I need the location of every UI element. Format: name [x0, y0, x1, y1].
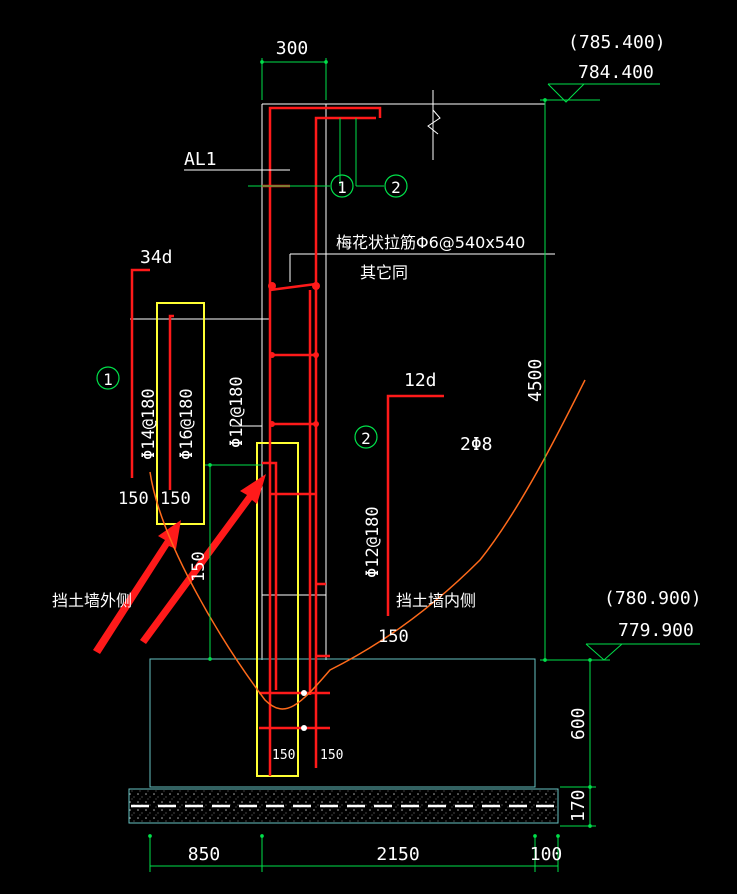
- footing: [128, 658, 559, 824]
- highlight-box-outer: [156, 302, 205, 525]
- circle-label-1b: 1: [103, 370, 113, 389]
- dim-top-width: 300: [276, 38, 309, 59]
- label-bar-outer-14: Φ14@180: [139, 388, 159, 460]
- dim-bottom-2150: 2150: [376, 844, 419, 865]
- rebar: [130, 106, 444, 776]
- label-bar-middle-12: Φ12@180: [227, 376, 247, 448]
- circle-label-2a: 2: [391, 178, 401, 197]
- label-12d: 12d: [404, 370, 437, 391]
- dim-bottom-850: 850: [188, 844, 221, 865]
- circle-label-1a: 1: [337, 178, 347, 197]
- arrow-footing: [140, 474, 266, 644]
- label-inner-side: 挡土墙内侧: [396, 591, 476, 610]
- dim-150-d: 150: [378, 627, 409, 647]
- label-bar-outer-16: Φ16@180: [177, 388, 197, 460]
- circle-label-2b: 2: [361, 429, 371, 448]
- highlight-box-footing: [256, 442, 299, 777]
- annotation-curve: [149, 379, 586, 710]
- elevation-top-design: (785.400): [568, 32, 666, 53]
- circle-markers: [96, 174, 408, 449]
- label-bar-inner-12: Φ12@180: [363, 506, 383, 578]
- wall-outline: [130, 90, 555, 660]
- label-outer-side: 挡土墙外侧: [52, 591, 132, 610]
- dim-150-f: 150: [320, 748, 343, 763]
- dim-150-e: 150: [272, 748, 295, 763]
- dim-150-b: 150: [160, 489, 191, 509]
- arrow-outer-side: [93, 520, 181, 654]
- dim-150-c: 150: [189, 551, 209, 582]
- elevation-bottom-struct: 779.900: [618, 620, 694, 641]
- elevation-top-struct: 784.400: [578, 62, 654, 83]
- label-tie-bar-other: 其它同: [360, 263, 408, 282]
- label-al1: AL1: [184, 149, 217, 170]
- label-tie-bar: 梅花状拉筋Φ6@540x540: [336, 233, 525, 252]
- dim-height-600: 600: [568, 707, 589, 740]
- dim-height-170: 170: [568, 789, 589, 822]
- dim-height-4500: 4500: [525, 359, 546, 402]
- rebar-dots: [268, 282, 320, 731]
- label-34d: 34d: [140, 247, 173, 268]
- label-2phi8: 2Φ8: [460, 434, 493, 455]
- dim-150-a: 150: [118, 489, 149, 509]
- elevation-bottom-design: (780.900): [604, 588, 702, 609]
- dim-bottom-100: 100: [530, 844, 563, 865]
- dimension-lines: [148, 58, 700, 872]
